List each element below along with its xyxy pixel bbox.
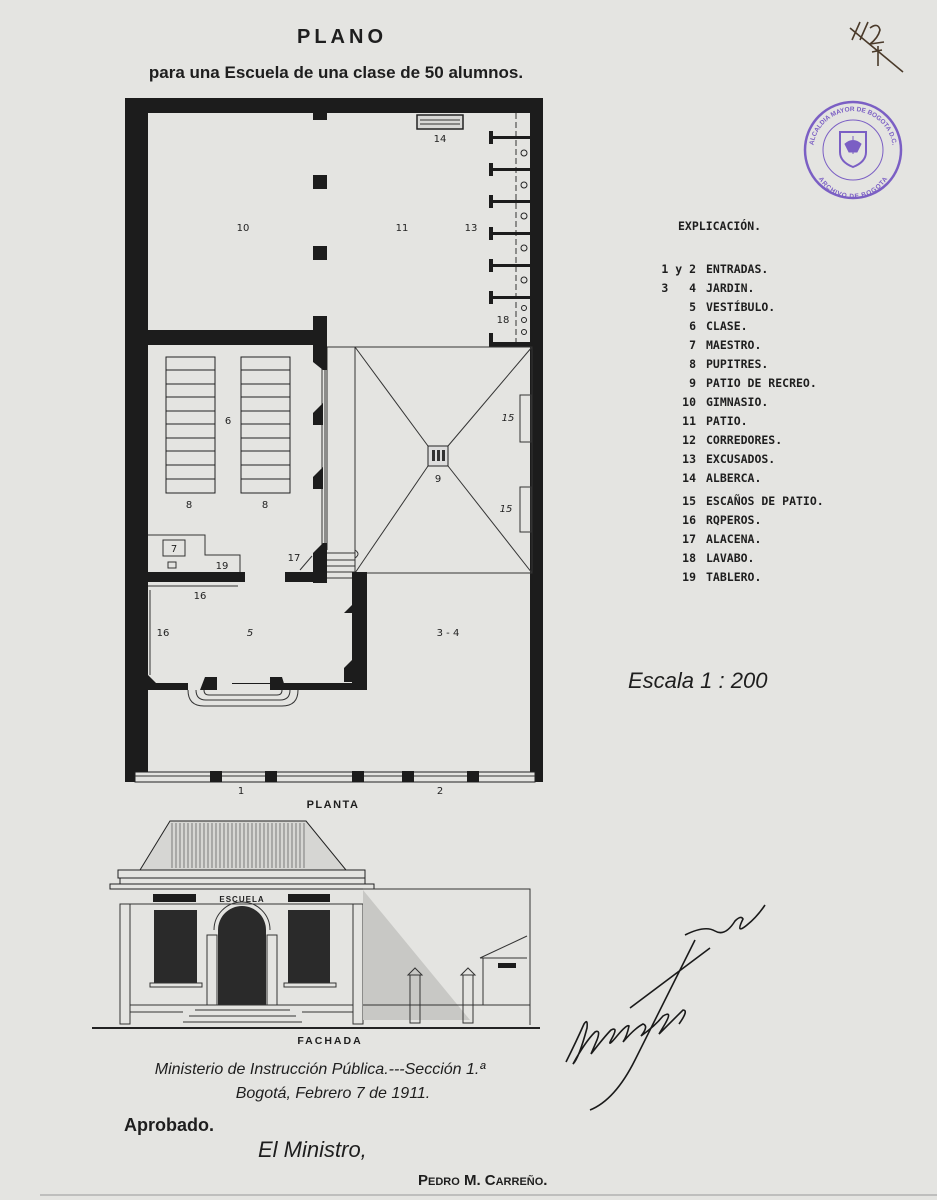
legend-item-number: 9 (689, 376, 696, 390)
legend-item-label: ENTRADAS. (706, 262, 768, 276)
minister-name: Pedro M. Carreño. (418, 1172, 547, 1189)
legend-heading: EXPLICACIÓN. (678, 218, 761, 233)
label-pupitres: 8 (262, 500, 268, 511)
legend-item-number: 1 y 2 (661, 262, 696, 276)
label-lavabo: 18 (497, 315, 510, 326)
stamp-bottom-text: ARCHIVO DE BOGOTA (817, 176, 889, 201)
legend-item-number: 19 (682, 570, 696, 584)
label-clase: 6 (225, 416, 231, 427)
label-pupitres: 8 (186, 500, 192, 511)
legend-item-label: ESCAÑOS DE PATIO. (706, 493, 824, 508)
legend-item-label: PATIO. (706, 414, 748, 428)
legend-item-number: 11 (682, 414, 696, 428)
legend-item-label: GIMNASIO. (706, 395, 768, 409)
legend-item-number: 8 (689, 357, 696, 371)
label-entrada-1: 1 (238, 786, 244, 797)
label-alberca: 14 (434, 134, 447, 145)
handwritten-signature (565, 904, 766, 1111)
legend-item-label: MAESTRO. (706, 338, 761, 352)
legend-item-number: 5 (689, 300, 696, 314)
legend-item-label: PATIO DE RECREO. (706, 376, 817, 390)
legend-item-number: 18 (682, 551, 696, 565)
ministry-line: Ministerio de Instrucción Pública.---Sec… (155, 1061, 487, 1078)
legend: EXPLICACIÓN. 1 y 2 ENTRADAS. 3 4 JARDIN. 5 VE… (661, 218, 823, 584)
facade-caption: FACHADA (297, 1035, 362, 1047)
legend-item-label: CLASE. (706, 319, 748, 333)
label-escano: 15 (500, 504, 513, 515)
legend-item-label: ALBERCA. (706, 471, 761, 485)
folio-handwritten-mark (849, 21, 904, 73)
legend-item-number: 10 (682, 395, 696, 409)
label-entrada-2: 2 (437, 786, 443, 797)
legend-item-label: EXCUSADOS. (706, 452, 775, 466)
label-escano: 15 (502, 413, 515, 424)
label-excusados: 13 (465, 223, 478, 234)
label-patio-recreo: 9 (435, 474, 441, 485)
legend-item-number: 12 (682, 433, 696, 447)
legend-item-label: PUPITRES. (706, 357, 768, 371)
scale-label: Escala 1 : 200 (628, 668, 768, 693)
facade-elevation: ESCUELA FACHADA (92, 820, 540, 1047)
label-alacena: 17 (288, 553, 301, 564)
label-patio: 11 (396, 223, 409, 234)
legend-item-number: 13 (682, 452, 696, 466)
title: PLANO (297, 26, 387, 48)
legend-item-label: TABLERO. (706, 570, 761, 584)
svg-text:ARCHIVO DE BOGOTA: ARCHIVO DE BOGOTA (817, 176, 889, 201)
legend-item-number: 17 (682, 532, 696, 546)
legend-item-number: 3 4 (661, 281, 696, 295)
toilet-stalls (489, 113, 530, 347)
label-jardin: 3 - 4 (437, 628, 460, 639)
approved-label: Aprobado. (124, 1115, 214, 1135)
minister-title: El Ministro, (258, 1137, 367, 1162)
label-vestibulo: 5 (247, 628, 253, 639)
label-gimnasio: 10 (237, 223, 250, 234)
legend-item-label: VESTÍBULO. (706, 299, 775, 314)
desks (165, 356, 291, 494)
legend-item-number: 14 (682, 471, 696, 485)
label-roperos: 16 (194, 591, 207, 602)
archive-stamp: ALCALDIA MAYOR DE BOGOTA D.C. ARCHIVO DE… (803, 100, 903, 201)
legend-item-number: 7 (689, 338, 696, 352)
facade-sign: ESCUELA (219, 895, 264, 904)
plan-caption: PLANTA (307, 799, 360, 811)
label-maestro: 7 (171, 544, 177, 555)
floor-plan: 10 11 13 14 18 6 8 8 9 15 15 7 19 17 16 … (125, 98, 543, 811)
legend-item-number: 15 (682, 494, 696, 508)
legend-item-label: LAVABO. (706, 551, 754, 565)
legend-item-label: ALACENA. (706, 532, 761, 546)
legend-item-number: 16 (682, 513, 696, 527)
legend-item-label: RQPEROS. (706, 513, 761, 527)
legend-item-label: JARDIN. (706, 281, 754, 295)
label-roperos: 16 (157, 628, 170, 639)
subtitle: para una Escuela de una clase de 50 alum… (149, 63, 523, 82)
legend-item-number: 6 (689, 319, 696, 333)
label-tablero: 19 (216, 561, 229, 572)
legend-item-label: CORREDORES. (706, 433, 782, 447)
date-line: Bogotá, Febrero 7 de 1911. (236, 1085, 431, 1102)
